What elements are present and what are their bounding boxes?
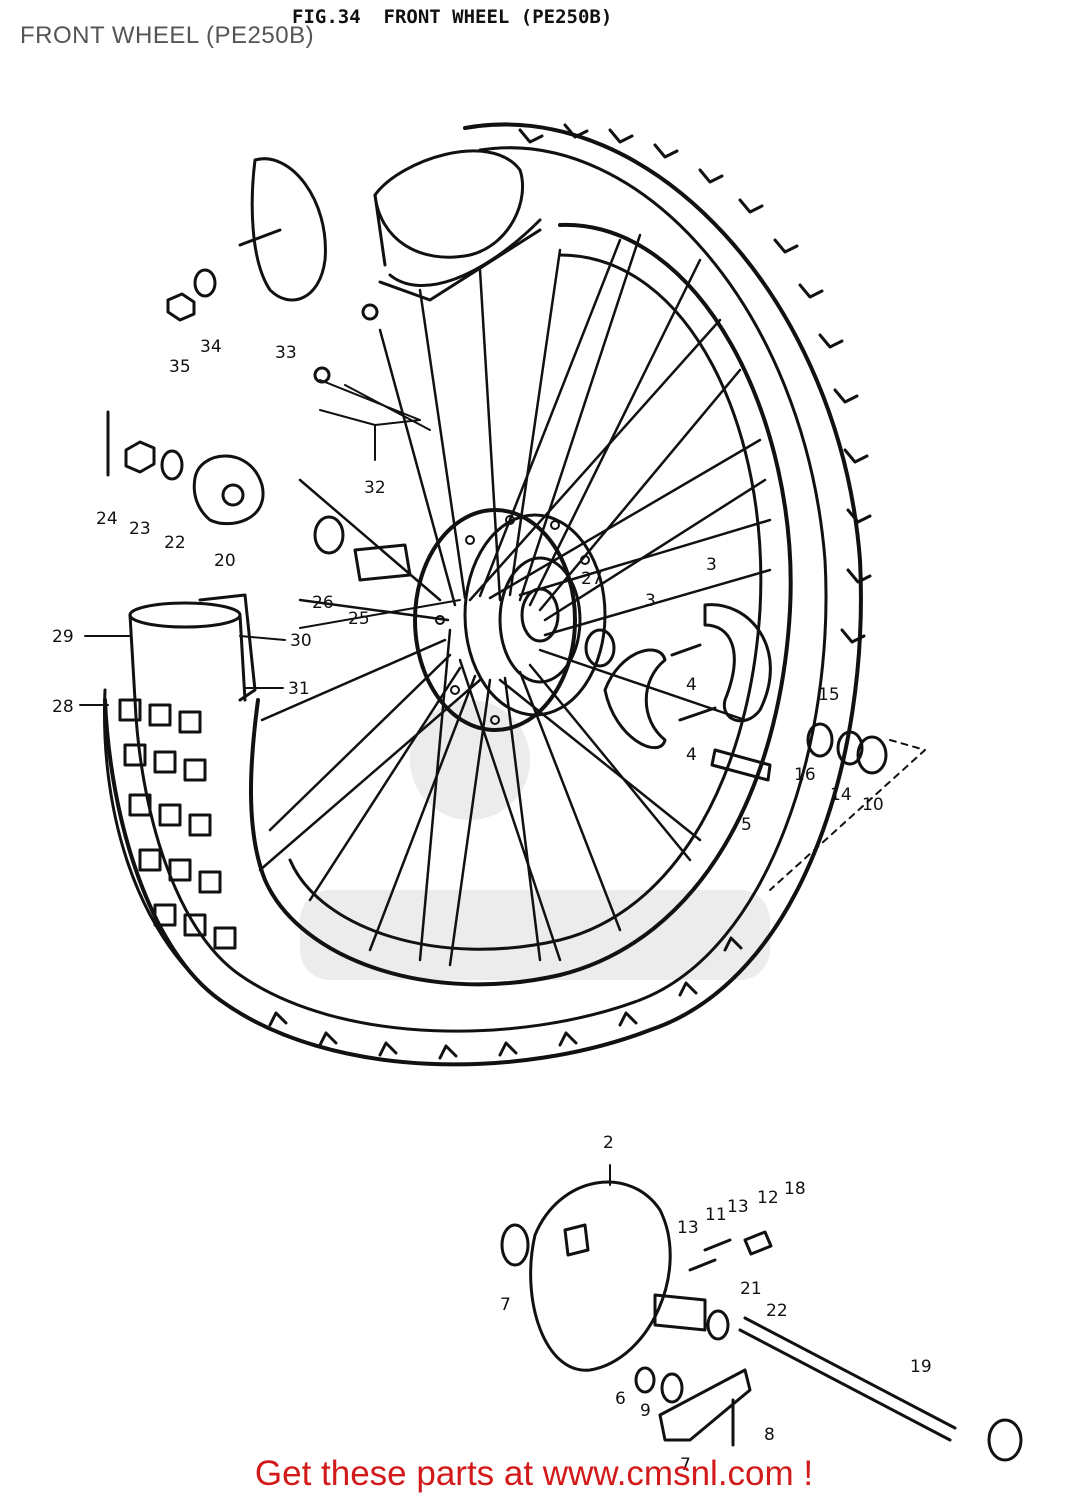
footer-link-text[interactable]: Get these parts at www.cmsnl.com !	[254, 1454, 814, 1493]
part-number: 9	[640, 1401, 651, 1421]
part-number: 29	[52, 627, 74, 647]
part-number: 11	[705, 1205, 727, 1225]
tube-and-rim-band-top	[373, 149, 542, 302]
part-number: 35	[169, 357, 191, 377]
diagram-caption: FRONT WHEEL (PE250B)	[20, 22, 315, 49]
part-number: 2	[603, 1133, 614, 1153]
part-number: 8	[764, 1425, 775, 1445]
part-number: 25	[348, 609, 370, 629]
part-number: 14	[830, 785, 852, 805]
part-number: 16	[794, 765, 816, 785]
part-number: 18	[784, 1179, 806, 1199]
small-parts-upper-left	[106, 157, 431, 582]
part-number: 27	[581, 569, 603, 589]
part-number: 13	[677, 1218, 699, 1238]
part-number: 22	[164, 533, 186, 553]
tube-and-rim-band-left	[128, 593, 257, 702]
part-number: 22	[766, 1301, 788, 1321]
part-number: 23	[129, 519, 151, 539]
tyre-tread	[268, 123, 872, 1060]
part-number: 32	[364, 478, 386, 498]
part-number: 20	[214, 551, 236, 571]
part-number: 19	[910, 1357, 932, 1377]
spokes	[258, 233, 772, 967]
part-number: 34	[200, 337, 222, 357]
brake-shoes-and-axle	[603, 603, 926, 891]
tyre-cut-section	[103, 688, 237, 1002]
part-number: 24	[96, 509, 118, 529]
tyre	[103, 122, 872, 1067]
figure-title: FIG.34 FRONT WHEEL (PE250B)	[292, 6, 613, 28]
leader-lines	[79, 409, 421, 706]
rim	[249, 222, 793, 987]
part-number: 30	[290, 631, 312, 651]
part-number: 3	[645, 591, 656, 611]
part-number: 5	[741, 815, 752, 835]
brake-panel-assembly	[299, 599, 1023, 1462]
part-number: 4	[686, 675, 697, 695]
part-number: 26	[312, 593, 334, 613]
part-number-labels: 35 34 33 32 24 23 22 20 26 25 27 3 3 29 …	[52, 337, 932, 1475]
part-number: 6	[615, 1389, 626, 1409]
part-number: 33	[275, 343, 297, 363]
part-number: 28	[52, 697, 74, 717]
part-number: 3	[706, 555, 717, 575]
part-number: 13	[727, 1197, 749, 1217]
part-number: 7	[680, 1455, 691, 1475]
part-number: 12	[757, 1188, 779, 1208]
hub	[413, 508, 616, 732]
part-number: 15	[818, 685, 840, 705]
part-number: 10	[862, 795, 884, 815]
part-number: 4	[686, 745, 697, 765]
part-number: 21	[740, 1279, 762, 1299]
part-number: 31	[288, 679, 310, 699]
part-number: 7	[500, 1295, 511, 1315]
